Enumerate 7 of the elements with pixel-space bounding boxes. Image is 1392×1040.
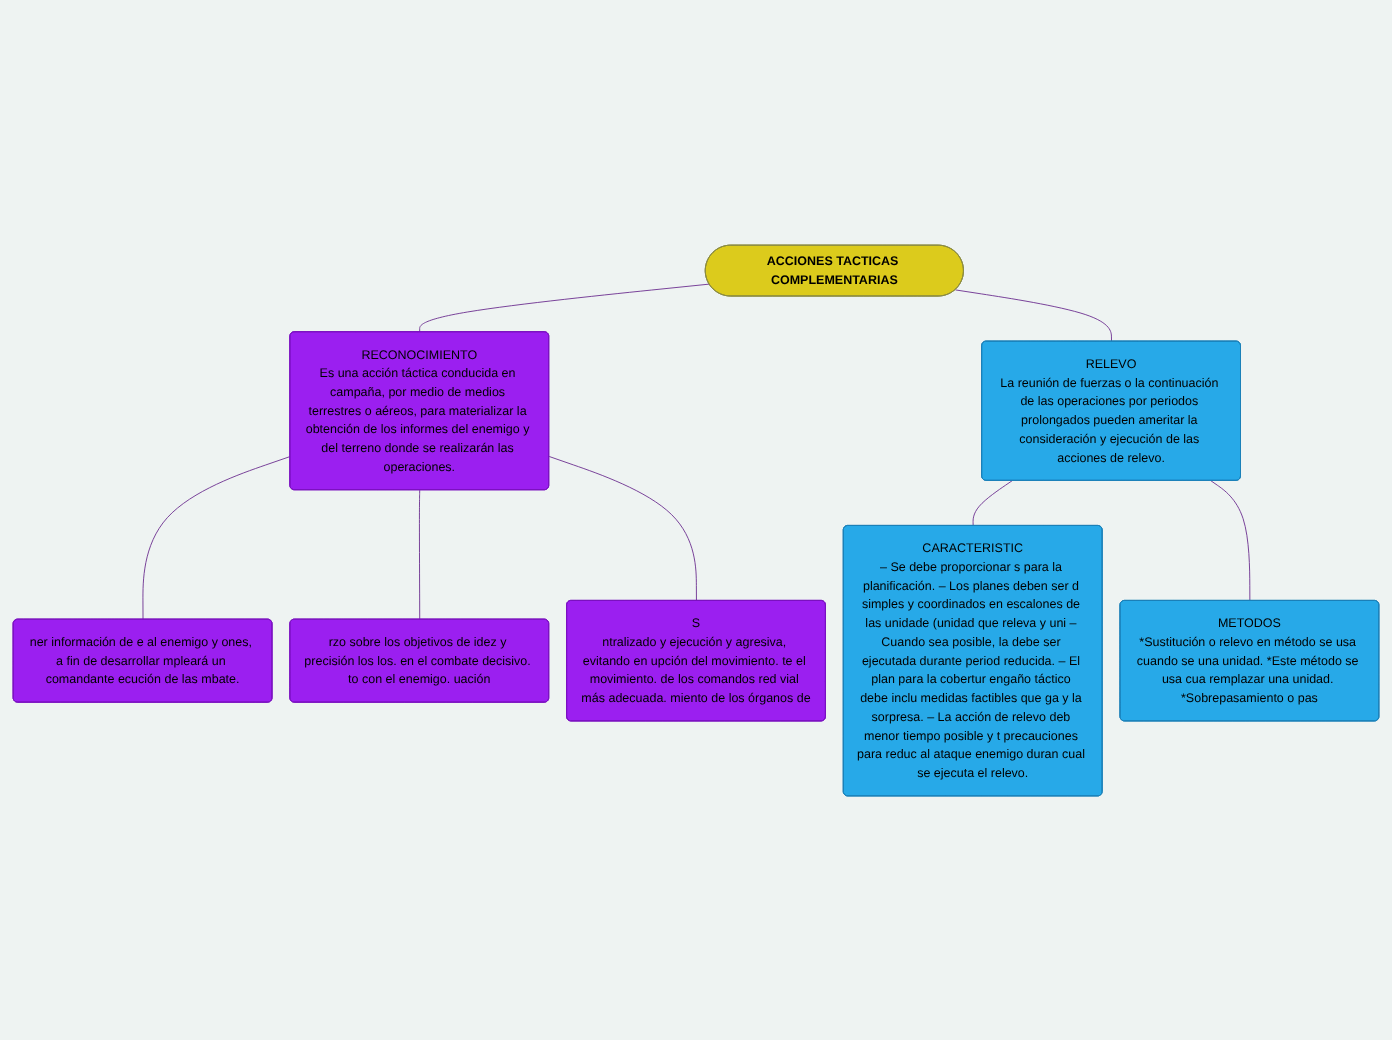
connector [548, 455, 697, 601]
connector [419, 489, 421, 620]
connector [142, 455, 291, 620]
connector [972, 479, 1013, 526]
connector [419, 283, 710, 333]
connector [1210, 479, 1251, 601]
connector [955, 288, 1112, 342]
